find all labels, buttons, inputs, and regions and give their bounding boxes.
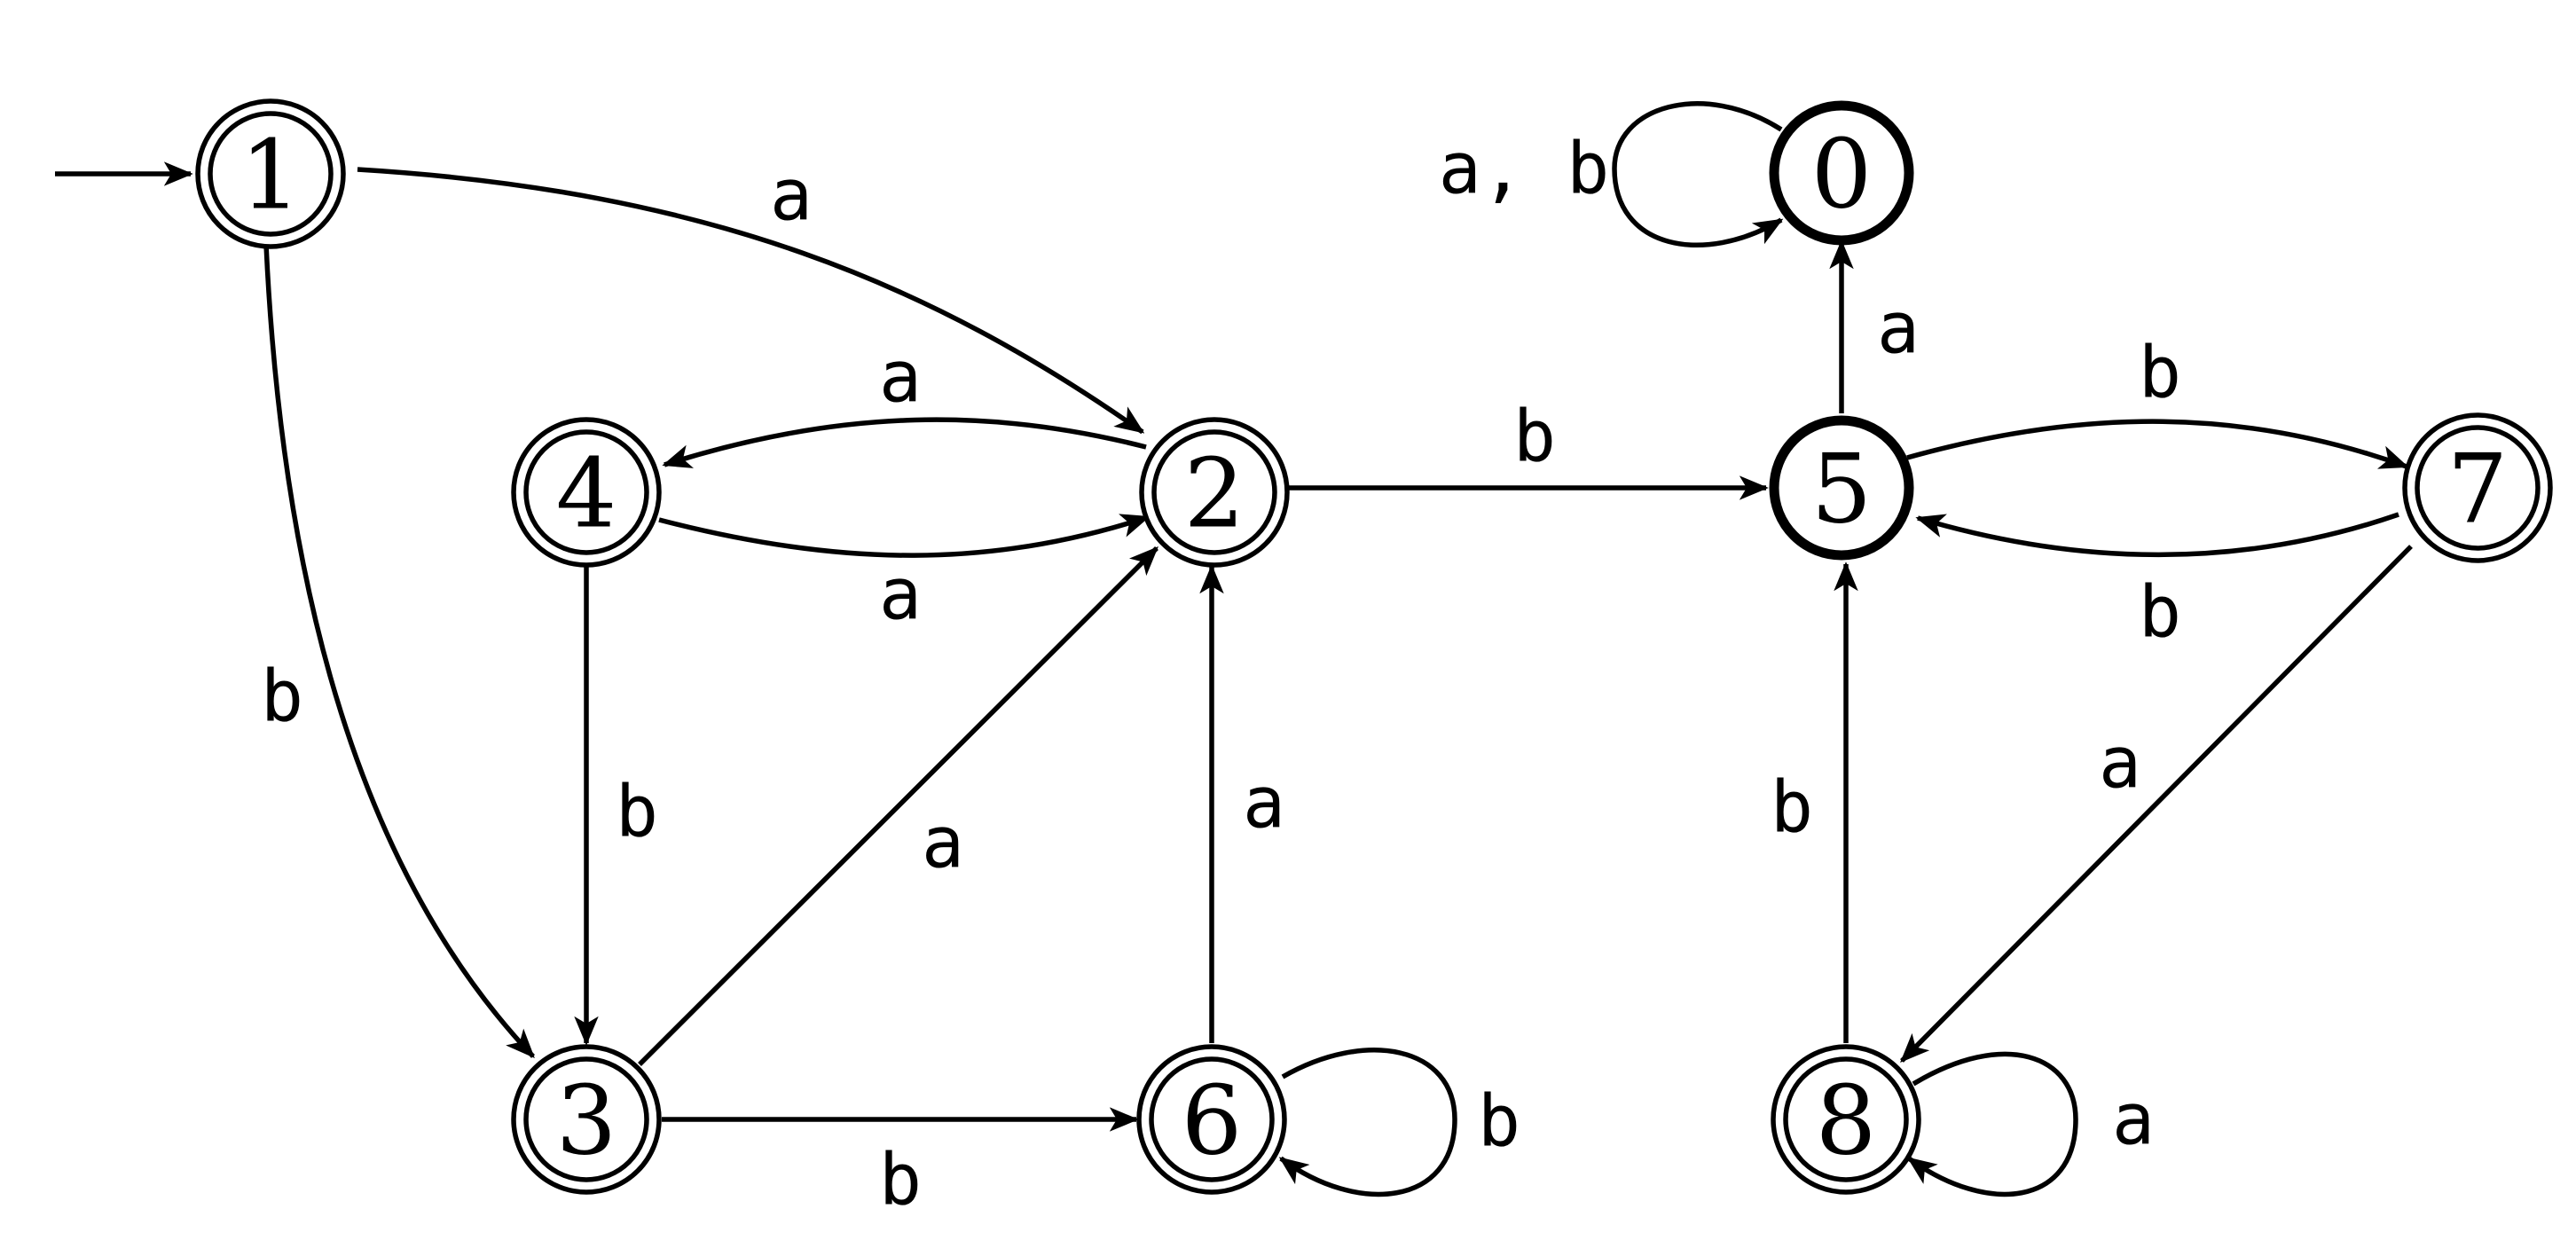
state-5: 5 (1769, 415, 1914, 561)
state-2-label: 2 (1184, 439, 1245, 550)
edge-5-to-7 (1906, 419, 2409, 469)
edge-8-loop (1906, 1051, 2078, 1197)
edge-label-6-2: a (1243, 762, 1285, 844)
edge-label-0-loop: a, b (1439, 128, 1610, 210)
edge-label-4-3: b (616, 771, 658, 853)
states: 1 0 4 2 5 7 3 (195, 98, 2553, 1195)
edge-1-to-3 (263, 244, 535, 1058)
edge-labels: a b a a b a b a b b a a, b b b a b a (261, 128, 2181, 1221)
state-3-label: 3 (556, 1066, 617, 1177)
edge-label-7-5: b (2139, 571, 2181, 654)
edge-label-5-0: a (1877, 287, 1920, 370)
edge-label-3-6: b (879, 1139, 922, 1221)
edge-7-to-8 (1900, 545, 2413, 1063)
state-8: 8 (1771, 1044, 1921, 1195)
edge-3-to-2 (638, 546, 1158, 1066)
edge-4-to-2 (658, 514, 1151, 558)
edge-label-2-5: b (1513, 396, 1556, 478)
edge-0-loop (1612, 101, 1784, 247)
state-6: 6 (1136, 1044, 1287, 1195)
state-3: 3 (511, 1044, 662, 1195)
edge-label-3-2: a (922, 802, 964, 884)
edge-label-6-loop: b (1478, 1080, 1520, 1163)
state-4: 4 (511, 417, 662, 568)
edge-label-7-8: a (2099, 722, 2141, 805)
state-0: 0 (1769, 100, 1914, 246)
edge-7-to-5 (1915, 512, 2399, 558)
edge-label-4-2: a (879, 553, 922, 636)
edge-2-to-4 (662, 417, 1147, 468)
state-8-label: 8 (1816, 1066, 1877, 1177)
state-0-label: 0 (1811, 120, 1873, 231)
state-1-label: 1 (240, 121, 302, 232)
state-2: 2 (1139, 417, 1290, 568)
edges (55, 101, 2413, 1197)
edge-label-2-4: a (879, 336, 922, 419)
edge-6-loop (1278, 1048, 1457, 1197)
state-7-label: 7 (2447, 435, 2509, 546)
edge-1-to-2 (357, 167, 1145, 435)
state-6-label: 6 (1182, 1066, 1243, 1177)
edge-label-1-2: a (770, 154, 813, 237)
state-7: 7 (2402, 412, 2553, 563)
edge-label-5-7: b (2139, 332, 2181, 414)
edge-label-8-5: b (1771, 766, 1813, 849)
edge-label-8-loop: a (2112, 1079, 2155, 1161)
edge-label-1-3: b (261, 655, 303, 738)
state-1: 1 (195, 98, 346, 249)
state-4-label: 4 (556, 439, 617, 550)
state-5-label: 5 (1811, 435, 1873, 546)
